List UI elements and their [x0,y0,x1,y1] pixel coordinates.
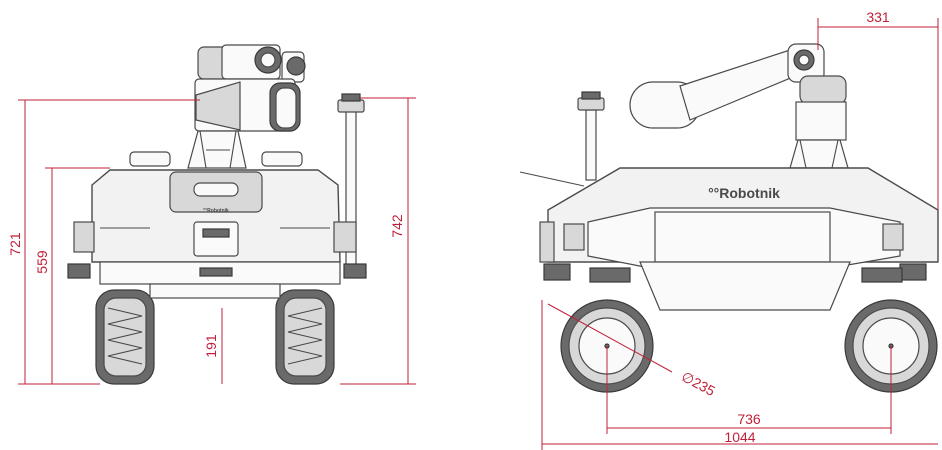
dim-wheel-diameter: ∅235 [679,368,718,399]
dim-body-height: 559 [34,250,50,274]
dim-arm-overhang: 331 [866,9,890,25]
front-dimensions: 721 559 191 742 [7,97,416,385]
dim-mast-height: 742 [389,214,405,238]
front-wheel-right [275,289,335,385]
front-display [193,221,239,257]
dim-ground-clearance: 191 [203,334,219,358]
front-chassis [91,169,341,263]
side-arm [629,43,849,169]
front-handle-right [261,151,303,167]
dim-total-length: 1044 [724,429,755,445]
dim-total-height: 721 [7,232,23,256]
side-logo: °°Robotnik [708,185,780,201]
side-view: °°Robotnik [519,43,939,393]
front-arm [187,44,306,169]
side-dimensions: 331 ∅235 736 1044 [541,9,939,450]
front-wheel-left [95,289,155,385]
side-wheel-right [844,299,938,393]
side-mast [577,91,605,181]
front-view: °°Robotnik [67,44,367,385]
dim-wheelbase: 736 [737,411,761,427]
front-handle-left [129,151,171,167]
front-mast [337,93,365,272]
front-logo: °°Robotnik [203,208,229,214]
